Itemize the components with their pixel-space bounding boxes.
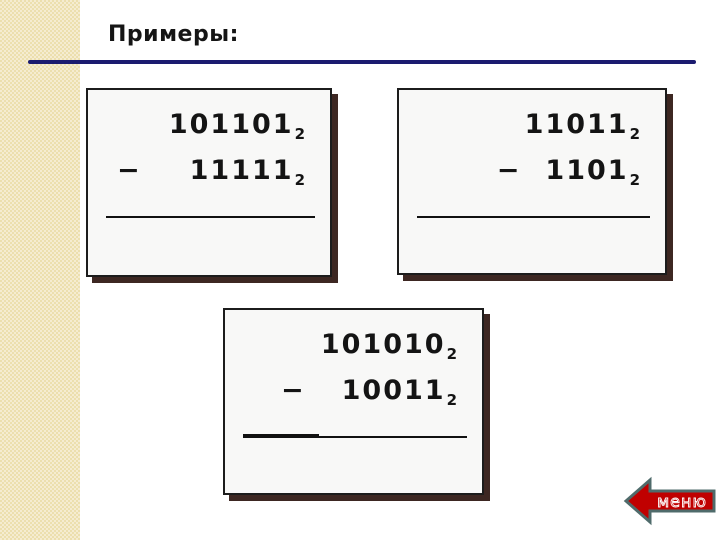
left-texture-strip xyxy=(0,0,80,540)
minuend-value: 101101 xyxy=(168,109,294,140)
minuend-value: 11011 xyxy=(524,109,629,140)
minus-operator: − xyxy=(281,375,304,406)
minuend-value: 101010 xyxy=(320,329,446,360)
subtrahend-value: 1101 xyxy=(545,155,629,186)
subtrahend-value: 10011 xyxy=(341,375,446,406)
minus-operator: − xyxy=(496,155,520,186)
subtrahend-value: 11111 xyxy=(189,155,294,186)
title-underline-rule xyxy=(28,60,696,64)
menu-button[interactable]: меню xyxy=(623,476,717,526)
result-line xyxy=(417,216,650,218)
page-title: Примеры: xyxy=(108,22,239,47)
result-line xyxy=(106,216,315,218)
arrow-left-icon xyxy=(623,476,716,526)
menu-button-label: меню xyxy=(657,492,707,511)
minus-operator: − xyxy=(117,155,140,186)
result-line xyxy=(243,434,467,438)
